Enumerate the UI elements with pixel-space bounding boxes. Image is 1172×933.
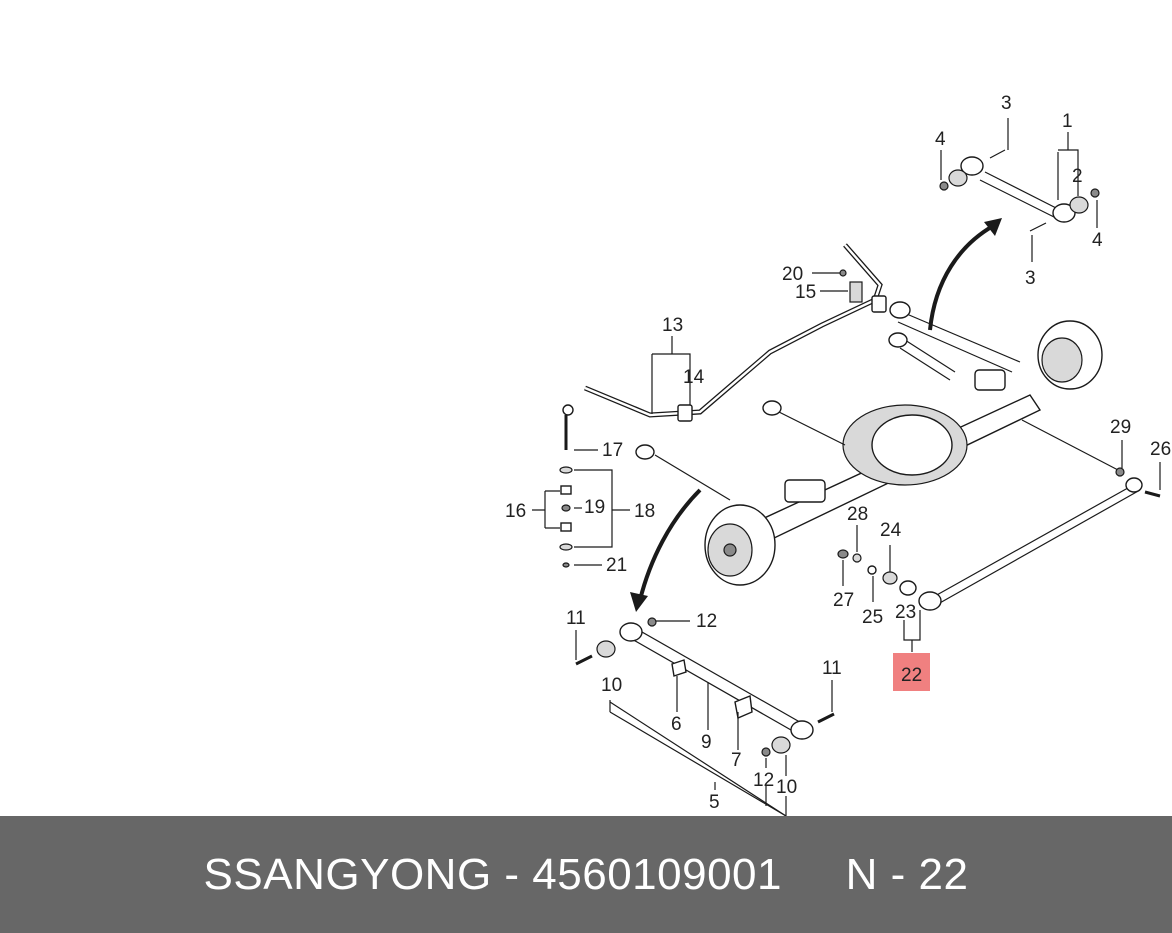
highlight-box-22 — [893, 653, 930, 691]
callout-11: 11 — [566, 608, 586, 629]
caption-gap — [782, 850, 846, 899]
panhard-rod-assembly — [837, 419, 1161, 652]
callout-17: 17 — [602, 440, 623, 461]
separator: - — [491, 849, 533, 899]
position-label: N - 22 — [845, 849, 969, 899]
callout-12: 12 — [696, 611, 717, 632]
caption-text: SSANGYONG - 4560109001 N - 22 — [204, 850, 969, 900]
upper-control-arm-assembly — [939, 118, 1100, 262]
callout-27: 27 — [833, 590, 854, 611]
callout-10: 10 — [601, 675, 622, 696]
callout-29: 29 — [1110, 417, 1131, 438]
callout-23: 23 — [895, 602, 916, 623]
callout-18: 18 — [634, 501, 655, 522]
callout-22: 22 — [901, 665, 922, 686]
callout-7: 7 — [731, 750, 742, 771]
pointer-arrow-upper — [928, 224, 994, 331]
caption-bar: SSANGYONG - 4560109001 N - 22 — [0, 816, 1172, 933]
callout-3: 3 — [1001, 93, 1012, 114]
callout-19: 19 — [584, 497, 605, 518]
lower-control-arm-assembly — [575, 617, 835, 816]
callout-20: 20 — [782, 264, 803, 285]
callout-14: 14 — [683, 367, 705, 388]
callout-1: 1 — [1062, 111, 1073, 132]
callout-15: 15 — [795, 282, 816, 303]
part-number: 4560109001 — [532, 849, 782, 899]
callout-2: 2 — [1072, 166, 1083, 187]
callout-10: 10 — [776, 777, 797, 798]
callout-16: 16 — [505, 501, 526, 522]
pointer-arrow-lower — [638, 488, 702, 601]
callout-21: 21 — [606, 555, 627, 576]
rear-axle-housing — [635, 301, 1103, 586]
callout-25: 25 — [862, 607, 883, 628]
callout-4: 4 — [935, 129, 946, 150]
stabilizer-link-kit — [532, 404, 630, 568]
callout-24: 24 — [880, 520, 902, 541]
brand-name: SSANGYONG — [203, 849, 492, 899]
callout-28: 28 — [847, 504, 868, 525]
callout-9: 9 — [701, 732, 712, 753]
callout-13: 13 — [662, 315, 683, 336]
exploded-parts-diagram: 1 2 3 3 4 4 5 6 7 9 10 10 11 11 12 12 13… — [505, 93, 1171, 816]
callout-5: 5 — [709, 792, 720, 813]
callout-11: 11 — [822, 658, 842, 679]
callout-26: 26 — [1150, 439, 1171, 460]
callout-6: 6 — [671, 714, 682, 735]
stabilizer-bar — [584, 243, 887, 422]
callout-12: 12 — [753, 770, 774, 791]
callout-labels: 1 2 3 3 4 4 5 6 7 9 10 10 11 11 12 12 13… — [505, 93, 1171, 813]
callout-4: 4 — [1092, 230, 1103, 251]
callout-3: 3 — [1025, 268, 1036, 289]
